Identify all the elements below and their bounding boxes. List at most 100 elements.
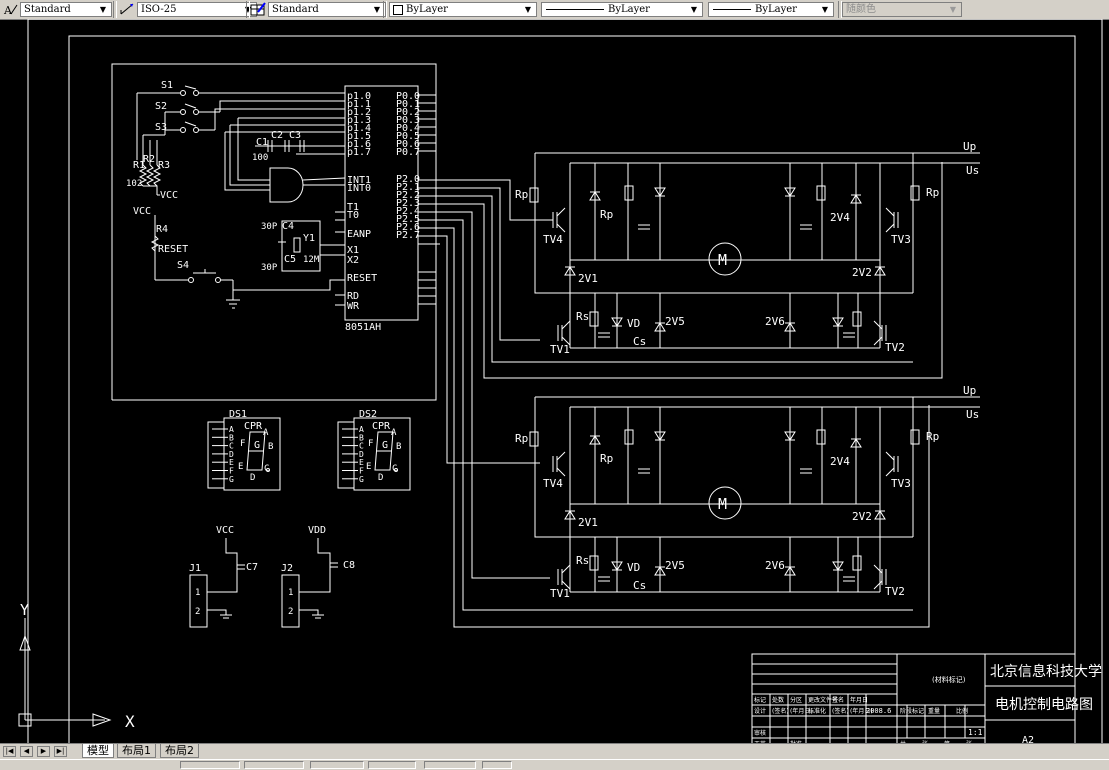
prev-tab-icon[interactable]: ◀ (20, 746, 33, 757)
mcu-pin-label: P0.3 (396, 115, 420, 126)
resistor-icon (529, 187, 539, 203)
diode-icon (564, 510, 576, 520)
svg-text:A: A (263, 428, 269, 438)
resistors-r1-r3: R1 R2 R3 102 VCC VCC (126, 135, 178, 217)
svg-text:VCC: VCC (216, 525, 234, 536)
ucs-icon: Y X (18, 601, 135, 731)
transistor-icon (873, 336, 883, 346)
last-tab-icon[interactable]: ▶| (54, 746, 67, 757)
mcu-pin-label: P0.1 (396, 99, 420, 110)
svg-text:CPR: CPR (372, 421, 391, 432)
resistor-icon (529, 431, 539, 447)
plot-style-value: 随颜色 (846, 4, 876, 15)
layer-select[interactable]: ByLayer ▼ (389, 2, 537, 17)
power-j1: VCC J1 C7 1 2 (189, 525, 258, 628)
lineweight-select[interactable]: ByLayer ▼ (708, 2, 834, 17)
chevron-down-icon: ▼ (99, 5, 107, 14)
plot-style-select[interactable]: 随颜色 ▼ (842, 2, 962, 17)
tab-layout2[interactable]: 布局2 (160, 744, 199, 758)
2v6-label: 2V6 (765, 315, 785, 328)
display-pin-label: F (359, 467, 364, 476)
2v2-label: 2V2 (852, 266, 872, 279)
title-cell: (年月日) (790, 707, 813, 715)
tab-layout1[interactable]: 布局1 (117, 744, 156, 758)
title-cell: (年月日) (850, 707, 873, 715)
p2-p3-stubs (335, 211, 345, 306)
text-style-select[interactable]: Standard ▼ (20, 2, 112, 17)
mcu-pin-label: X2 (347, 255, 359, 266)
mcu-pin-label: p1.6 (347, 139, 371, 150)
title-cell: 工艺 (754, 740, 766, 743)
chevron-down-icon: ▼ (524, 5, 532, 14)
svg-text:C5: C5 (284, 254, 296, 265)
tab-model[interactable]: 模型 (82, 744, 114, 758)
diode-icon (564, 266, 576, 276)
svg-text:F: F (368, 439, 373, 449)
caps-c1-c3: C1 C2 C3 100 (252, 130, 345, 163)
rp-label: Rp (515, 432, 528, 445)
svg-text:C2: C2 (271, 130, 283, 141)
line-sample-icon (713, 9, 751, 10)
linetype-group: ByLayer ▼ (541, 1, 703, 18)
svg-text:C1: C1 (256, 137, 268, 148)
diode-icon (654, 322, 666, 332)
diode-icon (654, 187, 666, 197)
rail-label: Up (963, 384, 976, 397)
wire (534, 397, 913, 538)
svg-text:30P: 30P (261, 263, 278, 273)
2v5-label: 2V5 (665, 315, 685, 328)
mcu-pin-label: INT1 (347, 175, 371, 186)
rp-label: Rp (515, 188, 528, 201)
dimension-style-icon[interactable] (119, 2, 135, 17)
control-circuit: p1.0p1.1p1.2p1.3p1.4p1.5p1.6p1.7 P0.0P0.… (111, 63, 437, 401)
svg-text:C4: C4 (282, 221, 294, 232)
svg-text:S2: S2 (155, 101, 167, 112)
display-pin-label: F (229, 467, 234, 476)
linetype-select[interactable]: ByLayer ▼ (541, 2, 703, 17)
mcu-pin-label: p1.0 (347, 91, 371, 102)
color-swatch-icon (393, 5, 403, 15)
layer-group: ByLayer ▼ (389, 1, 537, 18)
mcu-pin-label: P0.4 (396, 123, 420, 134)
svg-text:2008.6: 2008.6 (866, 707, 891, 715)
motor-icon (708, 486, 742, 520)
table-style-icon[interactable] (250, 2, 266, 17)
svg-text:VDD: VDD (308, 525, 326, 536)
next-tab-icon[interactable]: ▶ (37, 746, 50, 757)
svg-text:1: 1 (195, 588, 200, 598)
mcu-pin-label: T1 (347, 202, 359, 213)
mcu-pin-label: P2.6 (396, 222, 420, 233)
dim-style-select[interactable]: ISO-25 ▼ (137, 2, 257, 17)
mcu-pin-label: P2.7 (396, 230, 420, 241)
chevron-down-icon: ▼ (690, 5, 698, 14)
svg-text:R2: R2 (143, 154, 155, 165)
svg-text:DS2: DS2 (359, 409, 377, 420)
display-pin-label: A (359, 425, 364, 434)
transistor-icon (561, 320, 571, 330)
display-pin-label: C (359, 442, 364, 451)
linetype-value: ByLayer (608, 4, 650, 15)
table-style-select[interactable]: Standard ▼ (268, 2, 386, 17)
svg-text:1:1: 1:1 (968, 728, 983, 737)
first-tab-icon[interactable]: |◀ (3, 746, 16, 757)
cs-label: Cs (633, 579, 646, 592)
svg-text:J1: J1 (189, 563, 201, 574)
rail-label: Up (963, 140, 976, 153)
chevron-down-icon: ▼ (949, 5, 957, 14)
table-style-group: Standard ▼ (250, 1, 386, 18)
transistor-icon (885, 223, 895, 233)
resistor-icon (589, 311, 599, 327)
mcu-pin-label: p1.1 (347, 99, 371, 110)
mcu-pin-label: P2.1 (396, 182, 420, 193)
transistor-icon (561, 336, 571, 346)
text-style-icon[interactable]: A (2, 2, 18, 17)
status-cell (180, 761, 240, 769)
tv3-label: TV3 (891, 477, 911, 490)
mcu-pin-label: p1.7 (347, 147, 371, 158)
mcu-pin-label: P2.4 (396, 206, 420, 217)
transistor-icon (885, 207, 895, 217)
